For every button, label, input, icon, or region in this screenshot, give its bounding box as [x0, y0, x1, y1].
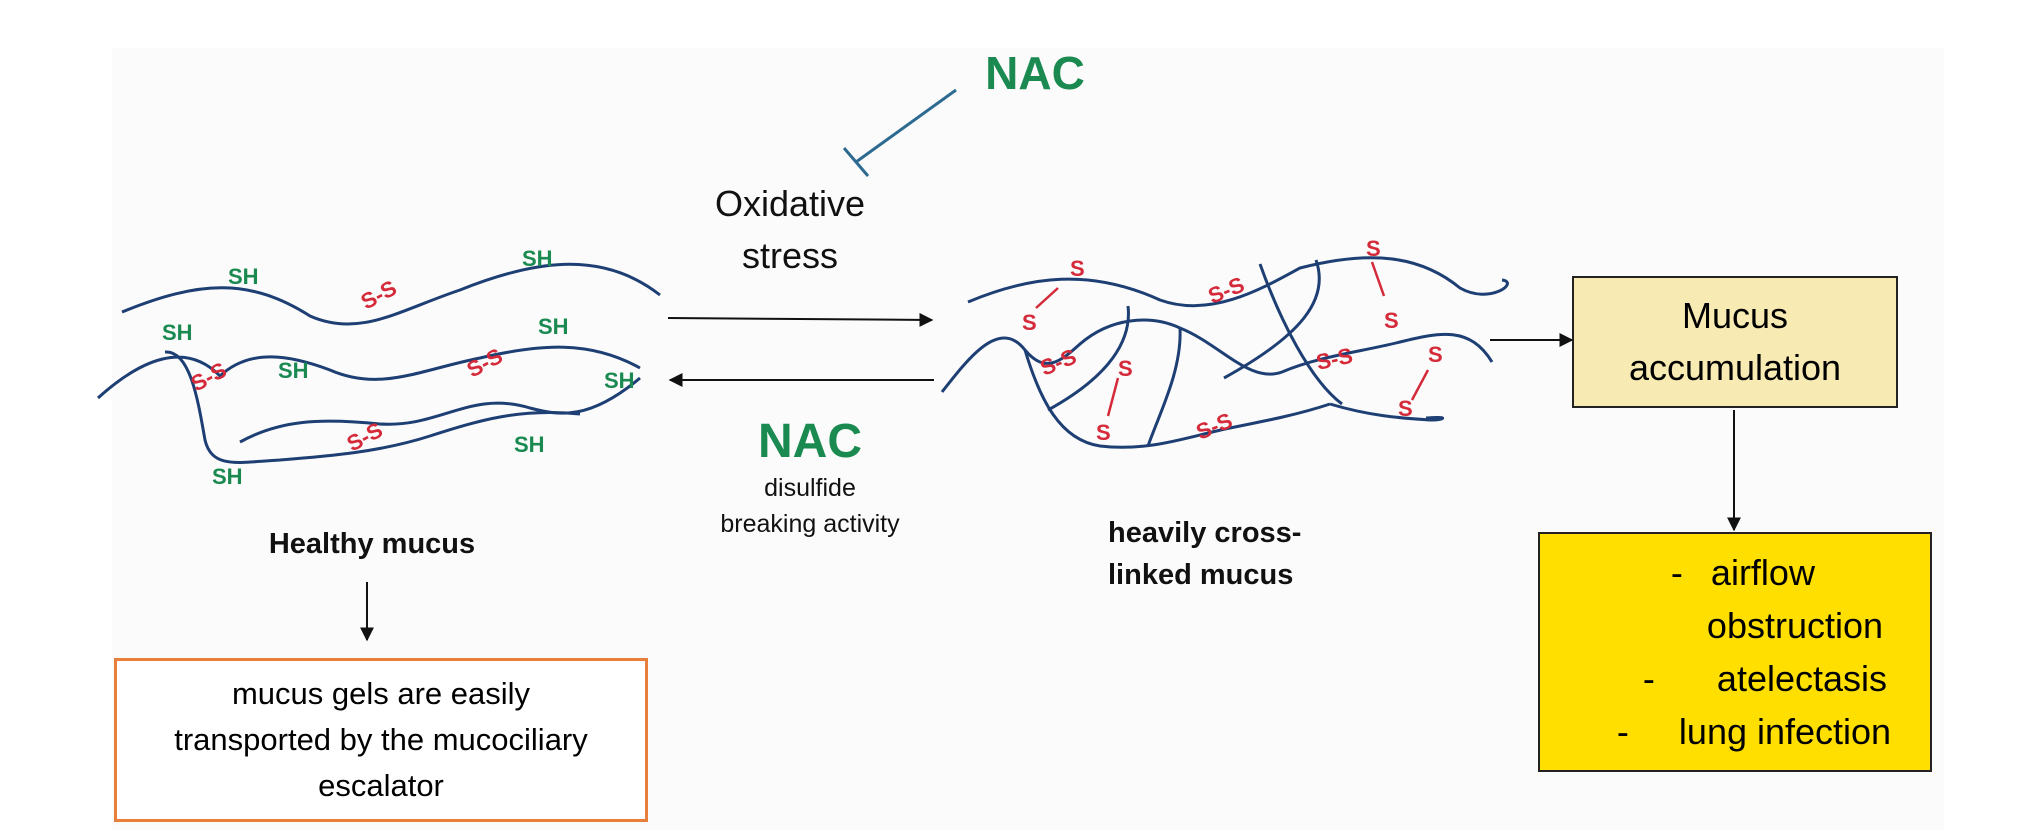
healthy-mucus-strands [96, 262, 661, 464]
thiol-label: SH [278, 358, 309, 383]
nac-activity-line-2: breaking activity [720, 510, 900, 538]
crosslinked-mucus-strands [940, 256, 1509, 449]
crosslinked-sulfur-bonds [1035, 261, 1430, 417]
healthy-chem-labels: SH SH SH SH SH SH SH SH S-S S-S S-S S-S [162, 246, 635, 489]
crosslinked-bridge [1223, 259, 1321, 380]
nac-activity-label: NAC disulfide breaking activity [680, 414, 940, 542]
outcome-row: - lung infection [1579, 705, 1891, 758]
oxidative-stress-label: Oxidative stress [680, 178, 900, 282]
oxidative-line-2: stress [741, 235, 838, 276]
crosslinked-strand-4 [1023, 349, 1331, 449]
thiol-label: SH [538, 314, 569, 339]
nac-activity-line-1: disulfide [764, 474, 856, 502]
disulfide-label: S-S [187, 357, 231, 396]
thiol-label: SH [212, 464, 243, 489]
outcome-text: atelectasis [1716, 658, 1888, 699]
disulfide-label: S-S [1193, 408, 1236, 445]
crosslinked-mucus-label: heavily cross- linked mucus [1108, 512, 1358, 596]
forward-arrow [667, 312, 934, 327]
thiol-label: SH [522, 246, 553, 271]
mucus-accumulation-box: Mucus accumulation [1572, 276, 1898, 408]
crosslinked-bridge [1258, 263, 1343, 406]
nac-top-label: NAC [985, 47, 1085, 99]
crosslinked-bridge [1146, 327, 1182, 447]
sulfur-label: S [1398, 396, 1413, 421]
healthy-box-line-1: mucus gels are easily [231, 676, 531, 711]
outcome-dash: - [1670, 552, 1683, 593]
healthy-strand-4 [164, 350, 581, 464]
healthy-strand-1 [121, 262, 661, 326]
crosslinked-line-1: heavily cross- [1108, 517, 1302, 549]
healthy-transport-box: mucus gels are easily transported by the… [114, 658, 648, 822]
outcome-text: airflow [1710, 552, 1815, 593]
sulfur-label: S [1070, 256, 1085, 281]
nac-middle-label: NAC [758, 415, 862, 468]
outcome-row: - atelectasis [1579, 652, 1891, 705]
outcomes-box: -airflow obstruction -atelectasis -lung … [1538, 532, 1932, 772]
healthy-mucus-label: Healthy mucus [268, 528, 476, 560]
outcome-dash: - [1642, 658, 1655, 699]
nac-inhibition-line [842, 88, 957, 177]
accumulation-line-1: Mucus [1681, 295, 1789, 336]
crosslinked-line-2: linked mucus [1108, 559, 1294, 591]
disulfide-label: S-S [1205, 272, 1248, 309]
crosslinked-strand-1 [967, 256, 1509, 308]
crosslinked-strand-5 [1329, 402, 1445, 422]
outcome-text: obstruction [1706, 605, 1884, 646]
crosslinked-bridge [1047, 305, 1130, 412]
thiol-label: SH [514, 432, 545, 457]
accumulation-line-2: accumulation [1628, 347, 1842, 388]
healthy-box-line-3: escalator [318, 768, 444, 803]
oxidative-line-1: Oxidative [714, 183, 866, 224]
healthy-strand-2 [96, 345, 641, 400]
disulfide-label: S-S [357, 275, 401, 314]
thiol-label: SH [228, 264, 259, 289]
thiol-label: SH [162, 320, 193, 345]
outcome-row: -airflow [1579, 546, 1891, 599]
outcome-text: lung infection [1678, 711, 1892, 752]
sulfur-label: S [1384, 308, 1399, 333]
disulfide-label: S-S [463, 343, 507, 382]
thiol-label: SH [604, 368, 635, 393]
sulfur-label: S [1118, 356, 1133, 381]
healthy-box-line-2: transported by the mucociliary [174, 722, 588, 757]
crosslinked-strand-2 [940, 318, 1181, 393]
sulfur-label: S [1022, 310, 1037, 335]
sulfur-label: S [1096, 420, 1111, 445]
outcome-row: obstruction [1579, 599, 1891, 652]
crosslinked-strand-3 [1179, 326, 1494, 376]
outcome-dash: - [1616, 711, 1629, 752]
disulfide-label: S-S [1314, 343, 1355, 375]
sulfur-label: S [1428, 342, 1443, 367]
sulfur-label: S [1366, 236, 1381, 261]
